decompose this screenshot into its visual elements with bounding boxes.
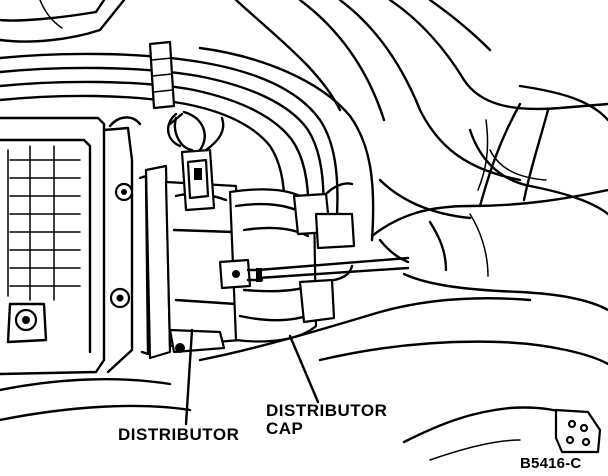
- engine-upper-right-contours: [234, 0, 608, 220]
- distributor-label: DISTRIBUTOR: [118, 425, 240, 444]
- technician-hand: [370, 102, 608, 312]
- screwdriver: [256, 256, 410, 282]
- distributor: [138, 112, 242, 360]
- distributor-cap-leader-line: [288, 334, 320, 404]
- distributor-cap: [218, 182, 356, 343]
- corner-bracket: [554, 408, 602, 454]
- distributor-cap-label: DISTRIBUTOR CAP: [266, 402, 387, 438]
- figure-id: B5416-C: [520, 455, 582, 472]
- lower-engine-contours: [198, 296, 608, 461]
- leader-lines: [184, 328, 320, 426]
- distributor-cap-label-line1: DISTRIBUTOR: [266, 401, 388, 420]
- distributor-cap-label-line2: CAP: [266, 419, 304, 438]
- distributor-leader-line: [184, 328, 194, 426]
- spark-plug-wires: [0, 40, 375, 242]
- engine-block: [0, 0, 192, 422]
